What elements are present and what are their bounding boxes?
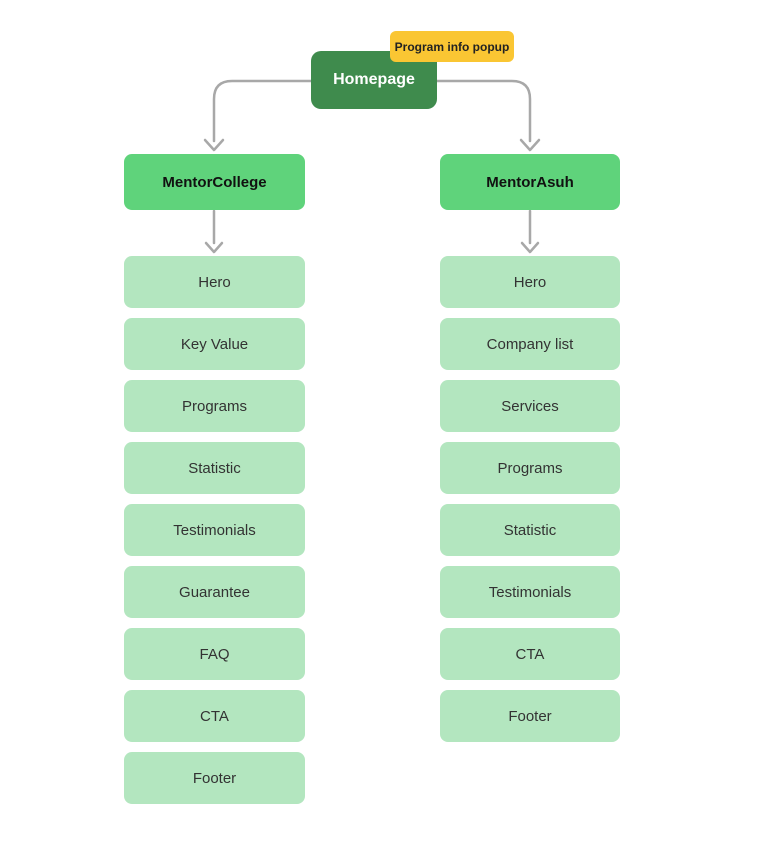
arrowhead-mentorcollege-icon xyxy=(203,138,225,152)
mentorasuh-section-hero[interactable]: Hero xyxy=(440,256,620,308)
section-label: Guarantee xyxy=(179,583,250,601)
section-label: Programs xyxy=(497,459,563,477)
mentorcollege-section-testimonials[interactable]: Testimonials xyxy=(124,504,305,556)
section-label: Statistic xyxy=(503,521,557,539)
section-label: Testimonials xyxy=(488,583,572,601)
mentorcollege-section-cta[interactable]: CTA xyxy=(124,690,305,742)
mentorcollege-label: MentorCollege xyxy=(162,173,267,191)
section-label: Company list xyxy=(486,335,574,353)
section-label: Footer xyxy=(192,769,237,787)
mentorcollege-node[interactable]: MentorCollege xyxy=(124,154,305,210)
homepage-label: Homepage xyxy=(333,71,415,88)
mentorcollege-section-footer[interactable]: Footer xyxy=(124,752,305,804)
mentorcollege-section-guarantee[interactable]: Guarantee xyxy=(124,566,305,618)
connector-homepage-to-mentorcollege xyxy=(212,79,313,143)
mentorcollege-section-faq[interactable]: FAQ xyxy=(124,628,305,680)
mentorcollege-section-statistic[interactable]: Statistic xyxy=(124,442,305,494)
section-label: Key Value xyxy=(180,335,249,353)
section-label: Footer xyxy=(508,707,552,725)
mentorasuh-section-services[interactable]: Services xyxy=(440,380,620,432)
mentorcollege-section-programs[interactable]: Programs xyxy=(124,380,305,432)
arrowhead-mentorasuh-icon xyxy=(519,138,541,152)
section-label: CTA xyxy=(200,707,229,725)
section-label: CTA xyxy=(515,645,545,663)
program-info-popup-node[interactable]: Program info popup xyxy=(390,31,514,62)
section-label: Hero xyxy=(513,273,547,291)
section-label: Programs xyxy=(181,397,248,415)
connector-homepage-to-mentorasuh xyxy=(435,79,532,143)
section-label: Testimonials xyxy=(173,521,256,539)
program-info-popup-label: Program info popup xyxy=(394,39,510,54)
mentorasuh-node[interactable]: MentorAsuh xyxy=(440,154,620,210)
mentorasuh-label: MentorAsuh xyxy=(486,173,574,191)
mentorasuh-section-company-list[interactable]: Company list xyxy=(440,318,620,370)
section-label: Services xyxy=(501,397,559,415)
mentorasuh-section-programs[interactable]: Programs xyxy=(440,442,620,494)
mentorcollege-section-hero[interactable]: Hero xyxy=(124,256,305,308)
mentorasuh-section-footer[interactable]: Footer xyxy=(440,690,620,742)
mentorasuh-section-testimonials[interactable]: Testimonials xyxy=(440,566,620,618)
mentorcollege-sections-column: Hero Key Value Programs Statistic Testim… xyxy=(124,256,305,804)
mentorasuh-section-cta[interactable]: CTA xyxy=(440,628,620,680)
section-label: FAQ xyxy=(199,645,230,663)
arrowhead-mentorcollege-sections-icon xyxy=(204,241,224,254)
mentorcollege-section-key-value[interactable]: Key Value xyxy=(124,318,305,370)
section-label: Hero xyxy=(198,273,231,291)
section-label: Statistic xyxy=(188,459,241,477)
mentorasuh-section-statistic[interactable]: Statistic xyxy=(440,504,620,556)
arrowhead-mentorasuh-sections-icon xyxy=(520,241,540,254)
mentorasuh-sections-column: Hero Company list Services Programs Stat… xyxy=(440,256,620,742)
